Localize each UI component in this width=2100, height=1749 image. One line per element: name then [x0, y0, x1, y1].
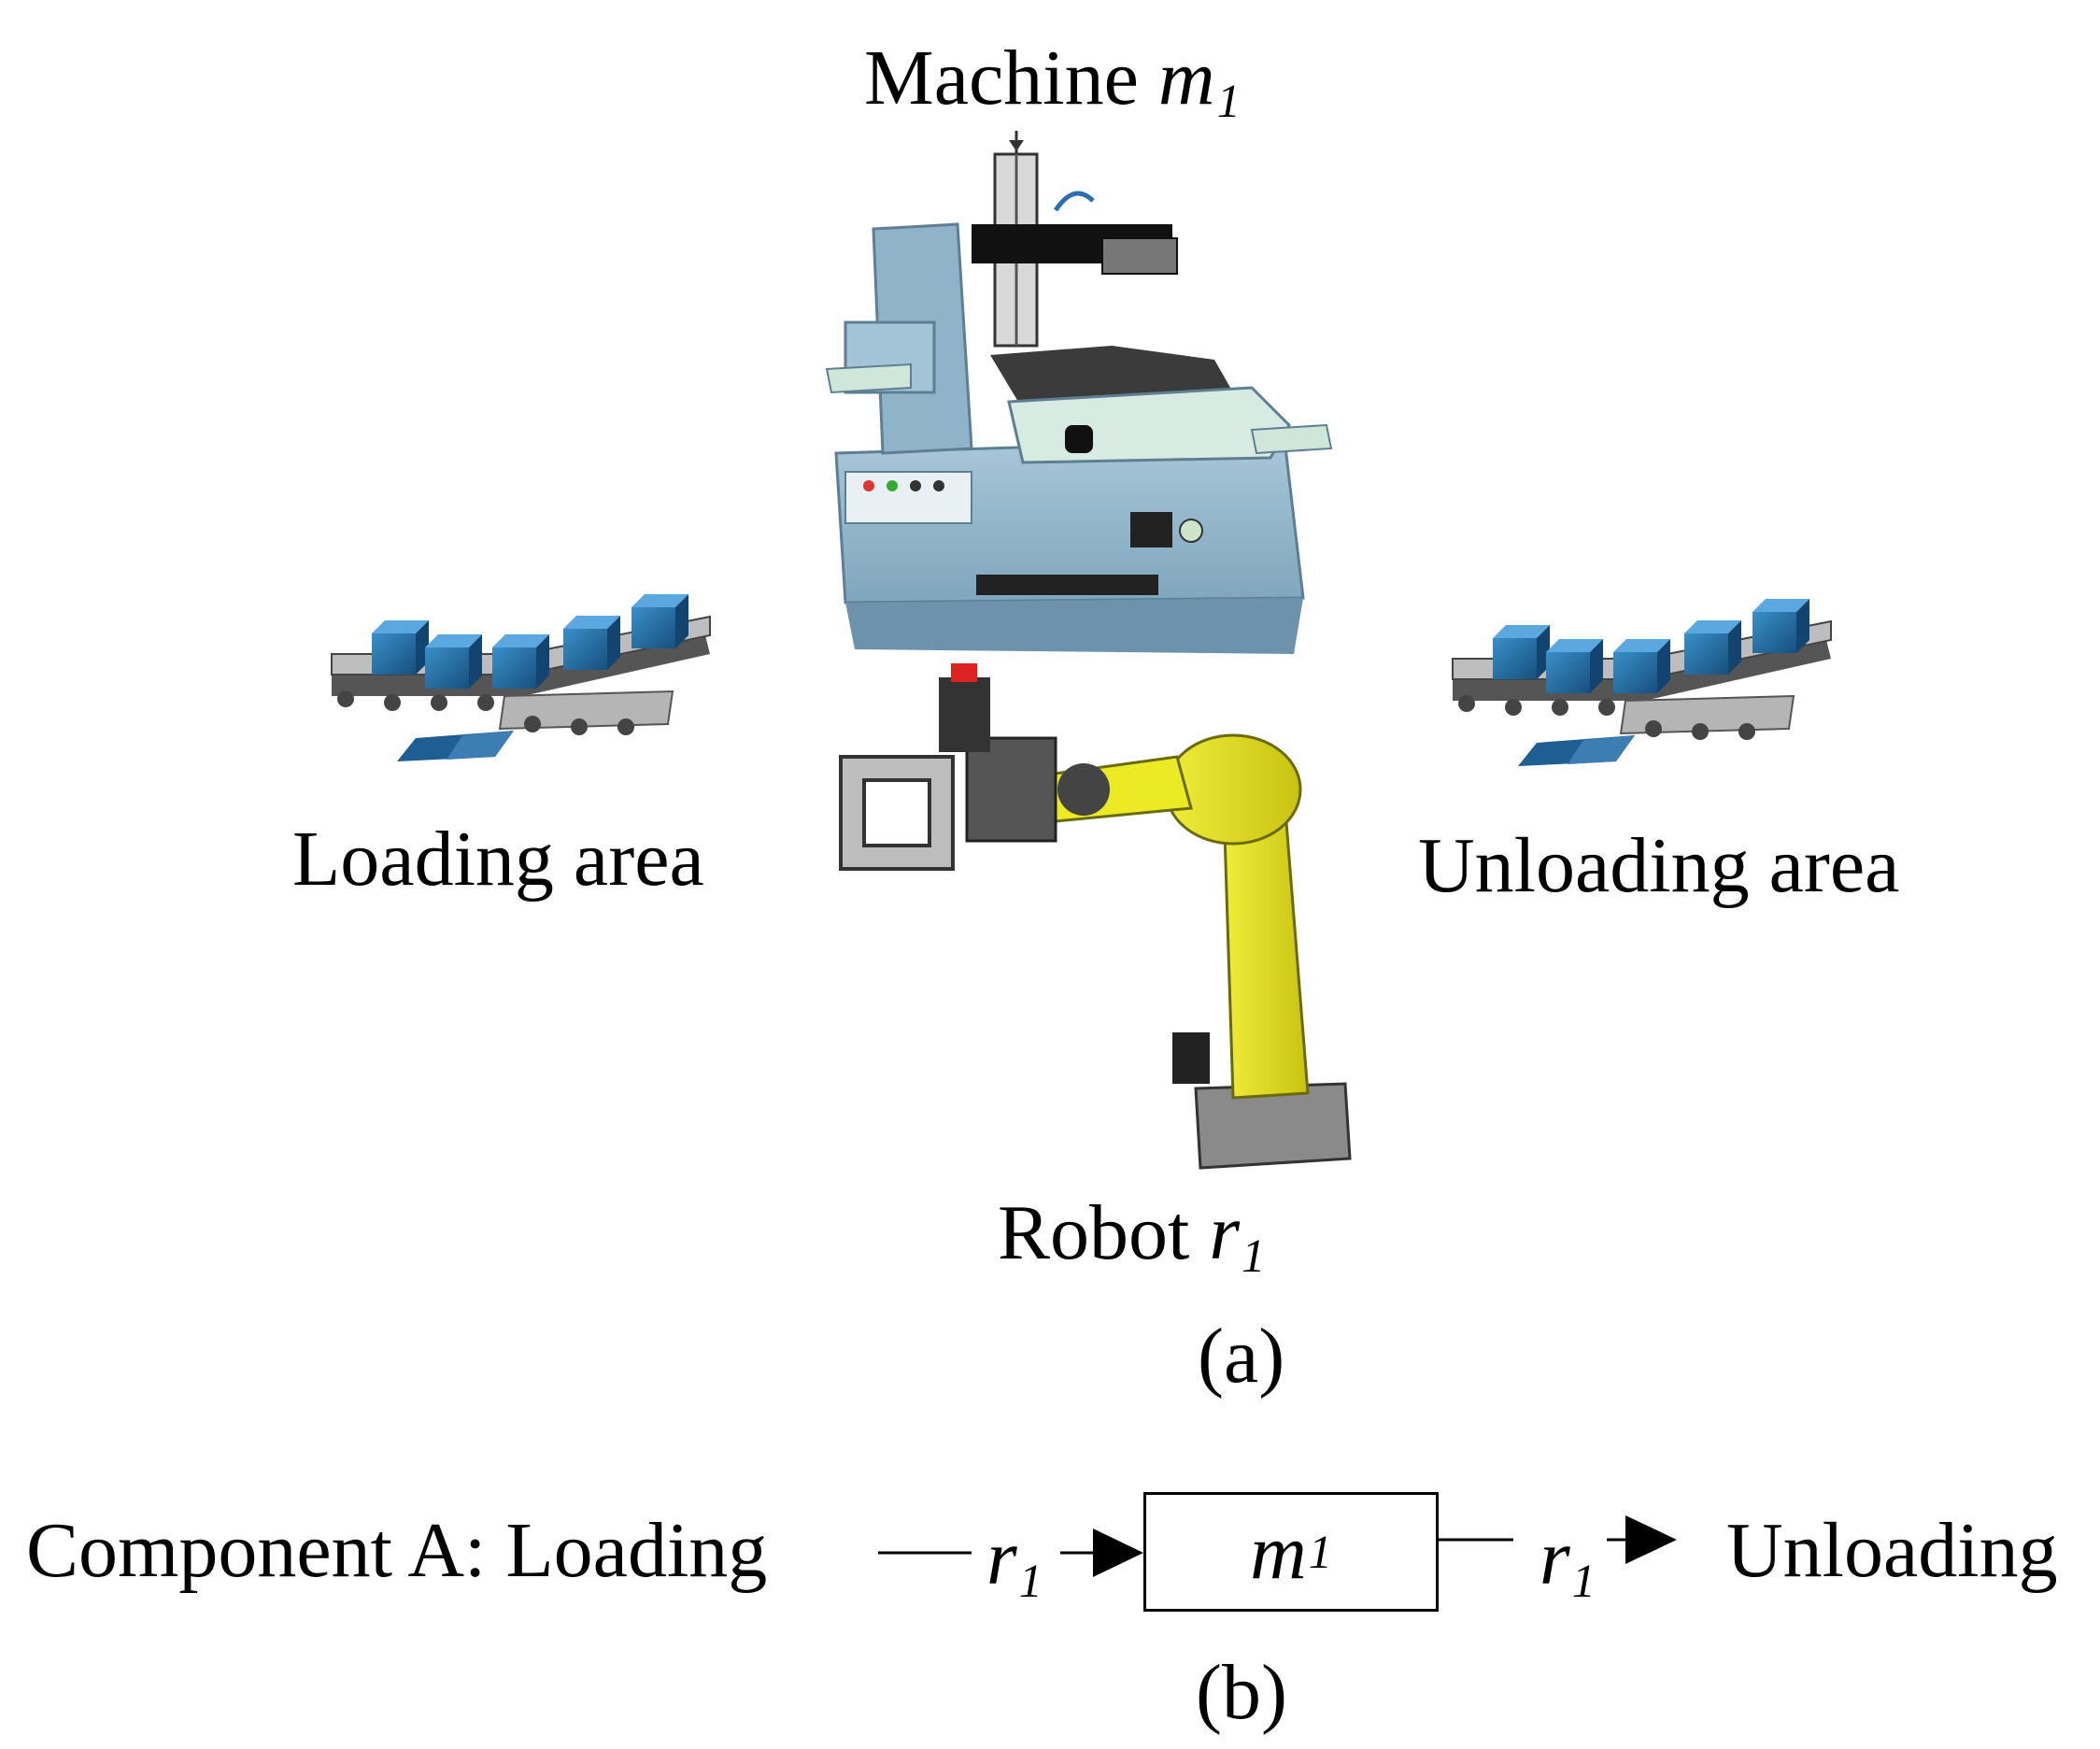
arrow-left-subscript: 1	[1018, 1555, 1043, 1608]
robot-subscript: 1	[1242, 1230, 1266, 1283]
machine-subscript: 1	[1216, 75, 1241, 128]
arrow-right-label: r1	[1540, 1519, 1596, 1605]
loading-area-label: Loading area	[292, 816, 704, 903]
unloading-conveyor-illustration	[1452, 599, 1832, 766]
robot-label: Robot r1	[998, 1194, 1265, 1280]
unloading-label: Unloading	[1726, 1507, 2058, 1594]
machine-box-subscript: 1	[1308, 1526, 1332, 1578]
machine-illustration	[825, 131, 1333, 654]
arrow-left-label: r1	[986, 1519, 1043, 1605]
unloading-area-label: Unloading area	[1418, 822, 1900, 909]
component-label: Component A: Loading	[26, 1507, 768, 1594]
caption-b: (b)	[1196, 1649, 1287, 1736]
arrow-left-symbol: r	[986, 1514, 1017, 1601]
caption-a: (a)	[1198, 1313, 1285, 1400]
robot-symbol: r	[1209, 1189, 1241, 1276]
machine-symbol: m	[1157, 35, 1215, 121]
machine-label: Machine m1	[864, 39, 1241, 125]
robot-label-text: Robot	[998, 1189, 1210, 1276]
machine-box-symbol: m	[1250, 1508, 1307, 1596]
flow-arrows	[878, 1515, 1677, 1577]
arrow-right-subscript: 1	[1571, 1555, 1596, 1608]
robot-illustration	[839, 663, 1352, 1170]
machine-label-text: Machine	[864, 35, 1158, 121]
arrow-right-symbol: r	[1540, 1514, 1570, 1601]
loading-conveyor-illustration	[331, 594, 711, 761]
